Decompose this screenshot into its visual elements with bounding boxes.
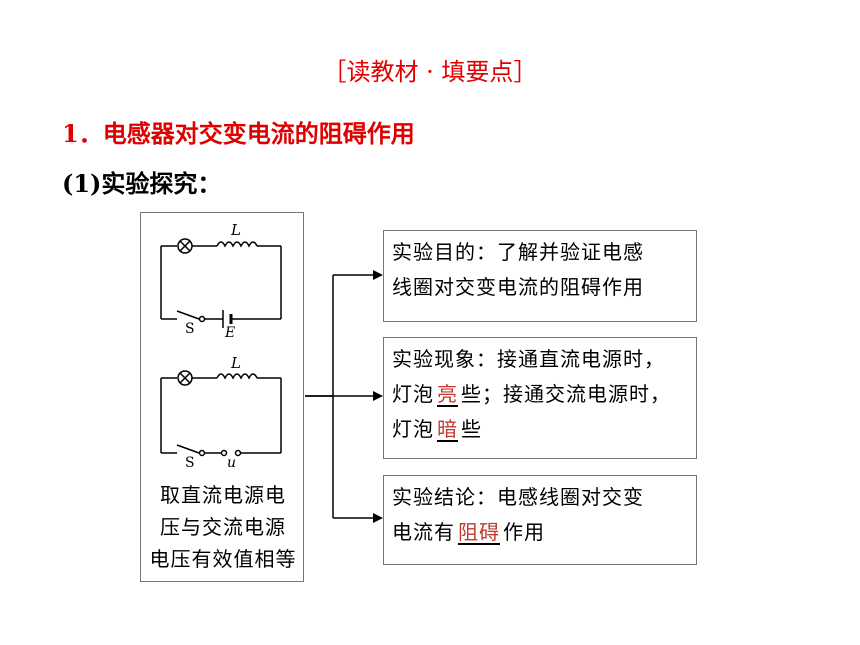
conclusion-text: 电感线圈对交变 [497,485,644,509]
subheading-experiment: (1)实验探究： [62,169,222,198]
panel-caption: 取直流电源电 压与交流电源 电压有效值相等 [141,479,305,575]
ac-source-icon [220,449,228,457]
purpose-text-2: 线圈对交变电流的阻碍作用 [392,275,644,299]
switch-icon [176,310,200,320]
left-panel: L S E L S u 取直流电源电 压与交流电源 电压有效值相等 [140,212,304,582]
source-label-2: u [227,455,236,471]
arrow-icon [373,391,383,401]
phenomenon-text: 些 [461,417,482,441]
answer-blank-dim: 暗 [437,417,458,441]
caption-line: 压与交流电源 [160,515,286,539]
switch-icon-2 [176,444,200,454]
inductor-icon [216,241,258,248]
source-label-1: E [224,325,235,341]
purpose-text: 了解并验证电感 [497,240,644,264]
section-title: ［读教材 · 填要点］ [322,58,538,86]
switch-label-1: S [185,321,195,337]
caption-line: 电压有效值相等 [149,547,297,571]
conclusion-text: 作用 [503,520,545,544]
phenomenon-text: 灯泡 [392,417,434,441]
caption-line: 取直流电源电 [160,483,286,507]
inductor-label-1: L [230,221,241,239]
circuit-diagrams: L S E L S u [160,221,282,471]
phenomenon-label: 实验现象： [392,347,497,371]
arrow-icon [373,513,383,523]
arrow-icon [373,270,383,280]
inductor-label-2: L [230,354,241,372]
answer-blank-bright: 亮 [437,382,458,406]
purpose-label: 实验目的： [392,240,497,264]
switch-label-2: S [185,455,195,471]
phenomenon-text: 些；接通交流电源时， [461,382,671,406]
phenomenon-box: 实验现象：接通直流电源时， 灯泡亮些；接通交流电源时， 灯泡暗些 [383,337,697,459]
heading-inductor: 1．电感器对交变电流的阻碍作用 [62,119,415,148]
conclusion-box: 实验结论：电感线圈对交变 电流有阻碍作用 [383,475,697,565]
phenomenon-text: 灯泡 [392,382,434,406]
inductor-icon-2 [216,373,258,380]
conclusion-label: 实验结论： [392,485,497,509]
answer-blank-impede: 阻碍 [458,520,500,544]
conclusion-text: 电流有 [392,520,455,544]
purpose-box: 实验目的：了解并验证电感 线圈对交变电流的阻碍作用 [383,230,697,322]
phenomenon-text: 接通直流电源时， [497,347,665,371]
